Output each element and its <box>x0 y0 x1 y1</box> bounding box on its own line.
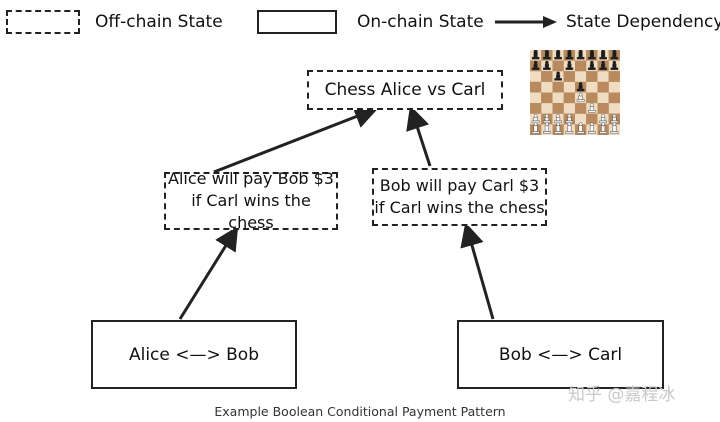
chessboard-square <box>552 92 564 104</box>
chess-piece <box>531 60 540 70</box>
chess-piece <box>531 122 540 134</box>
chessboard-square <box>586 113 598 125</box>
chessboard-square <box>597 71 609 82</box>
chessboard-square <box>552 103 564 114</box>
alice-pay-bob-line2: if Carl wins the chess <box>191 191 311 232</box>
chess-piece <box>588 50 596 60</box>
chess-piece <box>588 122 596 134</box>
chess-piece <box>565 113 574 124</box>
chessboard-square <box>563 81 575 93</box>
chessboard-square <box>541 71 553 82</box>
chessboard-square <box>597 92 609 104</box>
chess-piece <box>531 113 540 124</box>
alice-bob-channel-label: Alice <—> Bob <box>128 344 260 365</box>
chessboard-square <box>586 81 598 93</box>
alice-bob-channel-node: Alice <—> Bob <box>91 320 297 389</box>
watermark: 知乎 @嘉程冰 <box>568 385 676 405</box>
chessboard-square <box>597 103 609 114</box>
chess-piece <box>576 50 585 60</box>
chessboard-square <box>541 92 553 104</box>
chess-piece <box>543 122 551 134</box>
arrow-bobcarl-to-bobpay <box>460 222 495 320</box>
legend-onchain-swatch <box>257 10 337 34</box>
chessboard-square <box>530 81 542 93</box>
chess-piece <box>599 60 607 70</box>
chess-piece <box>588 60 596 70</box>
chess-state-node: Chess Alice vs Carl <box>307 70 503 110</box>
chessboard-square <box>552 81 564 93</box>
chess-piece <box>554 71 562 81</box>
arrow-alicepay-to-chess <box>213 105 379 174</box>
chessboard-square <box>586 92 598 104</box>
chess-piece <box>543 60 551 70</box>
chessboard-square <box>575 113 587 125</box>
chess-piece <box>610 50 619 60</box>
chess-piece <box>588 103 596 113</box>
chessboard-square <box>563 103 575 114</box>
bob-pay-carl-node: Bob will pay Carl $3 if Carl wins the ch… <box>372 168 547 226</box>
chessboard-icon <box>530 50 620 135</box>
chessboard-square <box>530 103 542 114</box>
chessboard-square <box>575 60 587 72</box>
chess-piece <box>565 122 574 134</box>
chessboard-square <box>575 71 587 82</box>
chess-state-label: Chess Alice vs Carl <box>324 80 486 100</box>
legend-onchain-label: On-chain State <box>357 12 484 32</box>
legend-offchain-swatch <box>6 10 80 34</box>
alice-pay-bob-line1: Alice will pay Bob $3 <box>168 169 334 188</box>
legend-arrow-icon <box>495 16 557 28</box>
bob-pay-carl-line2: if Carl wins the chess <box>374 198 545 217</box>
chess-piece <box>543 50 551 60</box>
chess-piece <box>565 60 574 70</box>
chessboard-square <box>586 71 598 82</box>
chess-piece <box>610 122 619 134</box>
chessboard-square <box>608 92 620 104</box>
arrow-alicebob-to-alicepay <box>178 225 239 320</box>
chessboard-square <box>530 92 542 104</box>
bob-carl-channel-label: Bob <—> Carl <box>498 344 623 365</box>
chessboard-square <box>608 103 620 114</box>
chessboard-square <box>541 103 553 114</box>
alice-pay-bob-node: Alice will pay Bob $3 if Carl wins the c… <box>164 169 338 232</box>
chess-piece <box>599 113 607 124</box>
diagram-caption: Example Boolean Conditional Payment Patt… <box>214 404 506 419</box>
chessboard-square <box>597 81 609 93</box>
chessboard-square <box>563 92 575 104</box>
chess-piece <box>565 50 574 60</box>
chessboard-square <box>530 71 542 82</box>
legend-dependency-label: State Dependency <box>566 12 720 32</box>
chess-piece <box>554 122 562 134</box>
chess-piece <box>610 60 619 70</box>
chess-piece <box>599 122 607 134</box>
chessboard-square <box>563 71 575 82</box>
chessboard-square <box>541 81 553 93</box>
chess-piece <box>576 82 585 92</box>
chess-piece <box>554 113 562 124</box>
chessboard-square <box>608 81 620 93</box>
chessboard-square <box>552 60 564 72</box>
chess-piece <box>554 50 562 60</box>
chess-piece <box>599 50 607 60</box>
bob-pay-carl-line1: Bob will pay Carl $3 <box>379 176 540 195</box>
legend-offchain-label: Off-chain State <box>95 12 223 32</box>
chessboard-square <box>575 103 587 114</box>
chess-piece <box>576 122 585 134</box>
bob-carl-channel-node: Bob <—> Carl <box>457 320 664 389</box>
arrow-bobpay-to-chess <box>406 105 432 167</box>
chessboard-square <box>608 71 620 82</box>
chess-piece <box>531 50 540 60</box>
chess-piece <box>576 92 585 102</box>
